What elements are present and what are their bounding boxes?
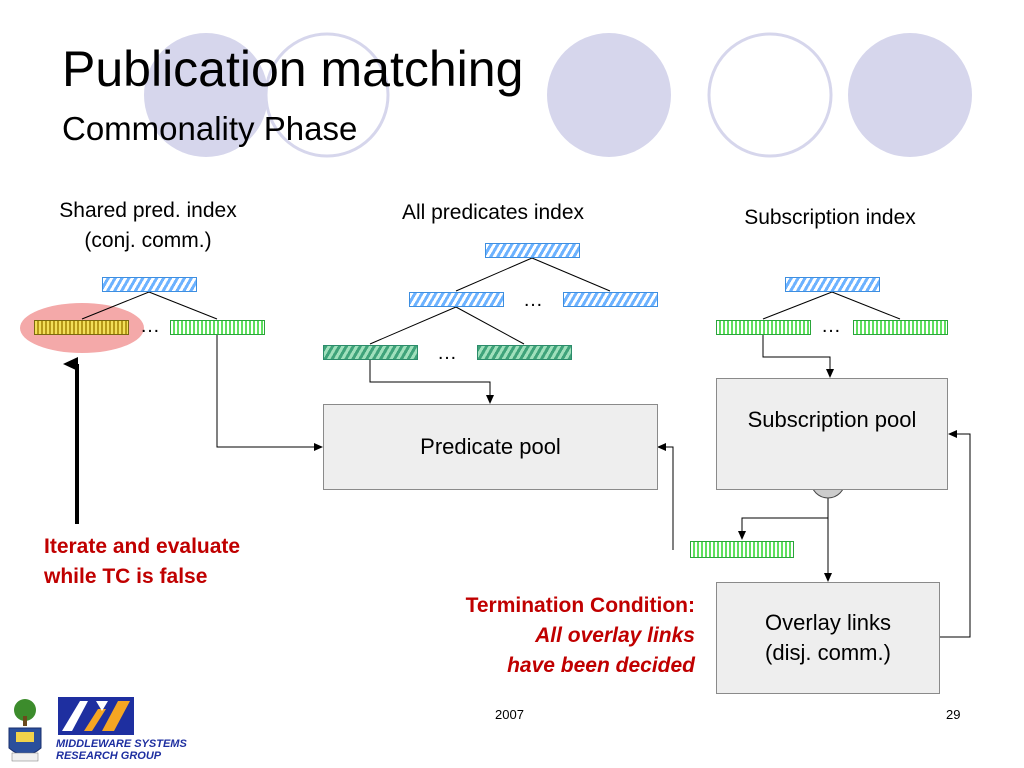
arrow-overlay-to-subscription-pool xyxy=(940,430,971,638)
shared-index-label-line2: (conj. comm.) xyxy=(84,229,212,252)
tree-edge xyxy=(831,291,901,320)
subscription-index-label: Subscription index xyxy=(744,206,916,229)
deco-circle-5 xyxy=(848,33,972,157)
iterate-annotation: Iterate and evaluate while TC is false xyxy=(44,532,240,592)
subscription-pool-box: Subscription pool xyxy=(716,378,948,490)
msrg-logo-icon xyxy=(58,697,134,735)
predicate-pool-label: Predicate pool xyxy=(420,434,561,459)
arrow-circle-to-green-node xyxy=(738,512,829,540)
all-predicates-index-label: All predicates index xyxy=(401,201,585,224)
arrow-green-node-to-predicate-pool xyxy=(657,443,674,550)
deco-circle-3 xyxy=(547,33,671,157)
logo-text-line2: RESEARCH GROUP xyxy=(56,750,162,762)
arrow-subindex-to-subscription-pool xyxy=(762,335,834,378)
tree-edge xyxy=(455,306,525,345)
subindex-leaf-node xyxy=(716,320,811,335)
tree-edge xyxy=(762,291,833,320)
allpred-mid-node xyxy=(563,292,658,307)
subindex-leaf-node xyxy=(853,320,948,335)
tree-edge xyxy=(81,291,150,320)
iterate-line2: while TC is false xyxy=(44,565,208,588)
termination-line3: have been decided xyxy=(507,654,695,677)
deco-circle-2 xyxy=(264,32,390,158)
tree-edge xyxy=(148,291,218,320)
tree-edge xyxy=(531,257,611,292)
slide-number: 29 xyxy=(946,707,961,722)
subscription-pool-label: Subscription pool xyxy=(747,407,917,432)
termination-annotation: Termination Condition: All overlay links… xyxy=(395,591,695,681)
shared-index-label-line1: Shared pred. index xyxy=(59,199,237,222)
shared-index-label: Shared pred. index (conj. comm.) xyxy=(28,196,268,256)
deco-circle-1 xyxy=(144,33,268,157)
page-subtitle: Commonality Phase xyxy=(62,110,358,147)
university-crest-icon xyxy=(8,699,42,762)
msrg-logo-text: MIDDLEWARE SYSTEMS RESEARCH GROUP xyxy=(56,738,187,762)
termination-line2: All overlay links xyxy=(535,624,695,647)
allpred-root-node xyxy=(485,243,580,258)
iterate-line1: Iterate and evaluate xyxy=(44,535,241,558)
deco-circle-4 xyxy=(707,32,833,158)
arrow-shared-to-predicate-pool xyxy=(216,335,323,451)
logo-text-line1: MIDDLEWARE SYSTEMS xyxy=(56,738,187,750)
tree-edge xyxy=(369,306,457,345)
shared-index-root-node xyxy=(102,277,197,292)
ellipsis: … xyxy=(523,289,543,311)
predicate-pool-box: Predicate pool xyxy=(323,404,658,490)
termination-line1: Termination Condition: xyxy=(465,594,695,617)
allpred-leaf-node xyxy=(323,345,418,360)
overlay-links-box: Overlay links (disj. comm.) xyxy=(716,582,940,694)
tree-edge xyxy=(455,257,533,292)
matched-predicate-node xyxy=(690,541,794,558)
overlay-links-label-line2: (disj. comm.) xyxy=(765,640,891,665)
shared-index-highlighted-node xyxy=(34,320,129,335)
overlay-links-label-line1: Overlay links xyxy=(765,610,891,635)
allpred-leaf-node xyxy=(477,345,572,360)
footer-year: 2007 xyxy=(495,707,524,722)
ellipsis: … xyxy=(140,315,160,337)
subindex-root-node xyxy=(785,277,880,292)
page-title: Publication matching xyxy=(62,41,524,97)
shared-index-leaf-node xyxy=(170,320,265,335)
arrow-allpred-to-predicate-pool xyxy=(369,360,494,404)
ellipsis: … xyxy=(821,315,841,337)
ellipsis: … xyxy=(437,342,457,364)
allpred-mid-node xyxy=(409,292,504,307)
